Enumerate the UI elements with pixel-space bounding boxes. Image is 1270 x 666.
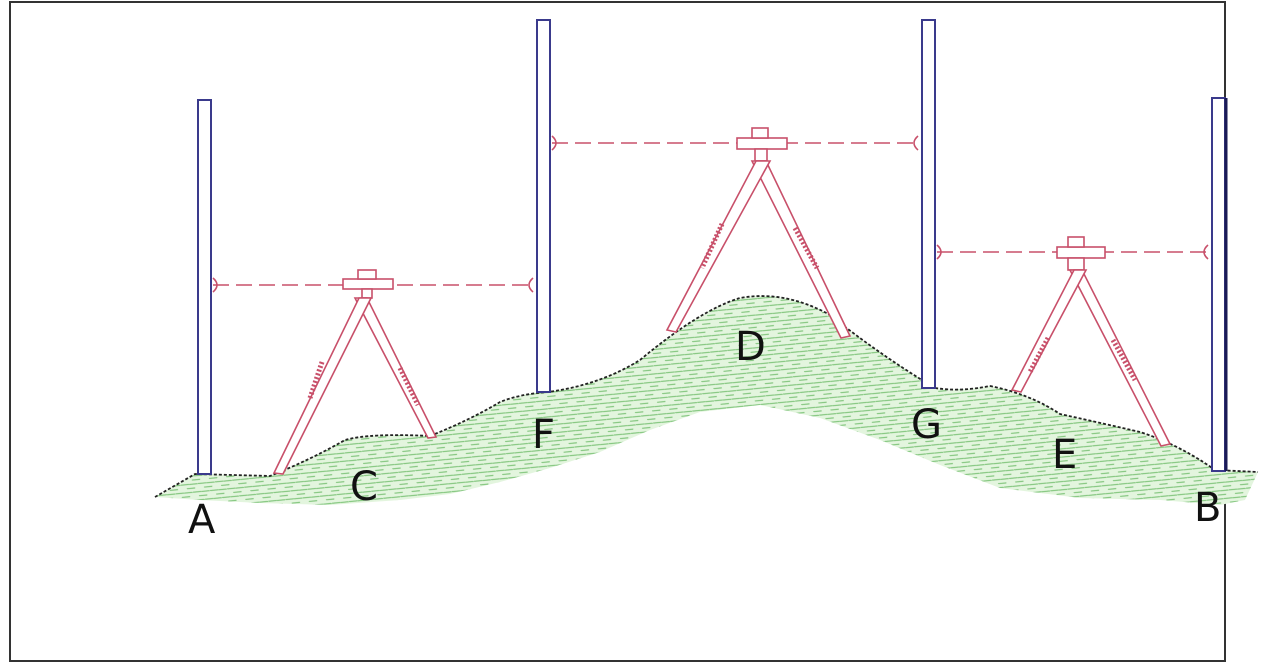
label-A: A xyxy=(188,497,216,543)
sightline-D xyxy=(551,135,919,151)
ground-outline xyxy=(154,295,1259,498)
label-D: D xyxy=(735,324,766,370)
level-instrument-D xyxy=(665,127,852,339)
sightline-E xyxy=(936,244,1209,260)
diagram-frame xyxy=(9,1,1226,662)
staff-G xyxy=(921,19,936,389)
level-instrument-C xyxy=(272,269,438,475)
staff-B xyxy=(1211,97,1228,472)
label-E: E xyxy=(1052,432,1077,478)
label-C: C xyxy=(350,464,378,510)
sightline-C xyxy=(212,277,534,293)
ground-terrain xyxy=(155,296,1258,505)
staff-F xyxy=(536,19,551,393)
label-G: G xyxy=(911,402,942,448)
label-B: B xyxy=(1194,485,1221,531)
level-instrument-E xyxy=(1010,236,1172,447)
label-F: F xyxy=(532,412,555,458)
staff-A xyxy=(197,99,212,475)
